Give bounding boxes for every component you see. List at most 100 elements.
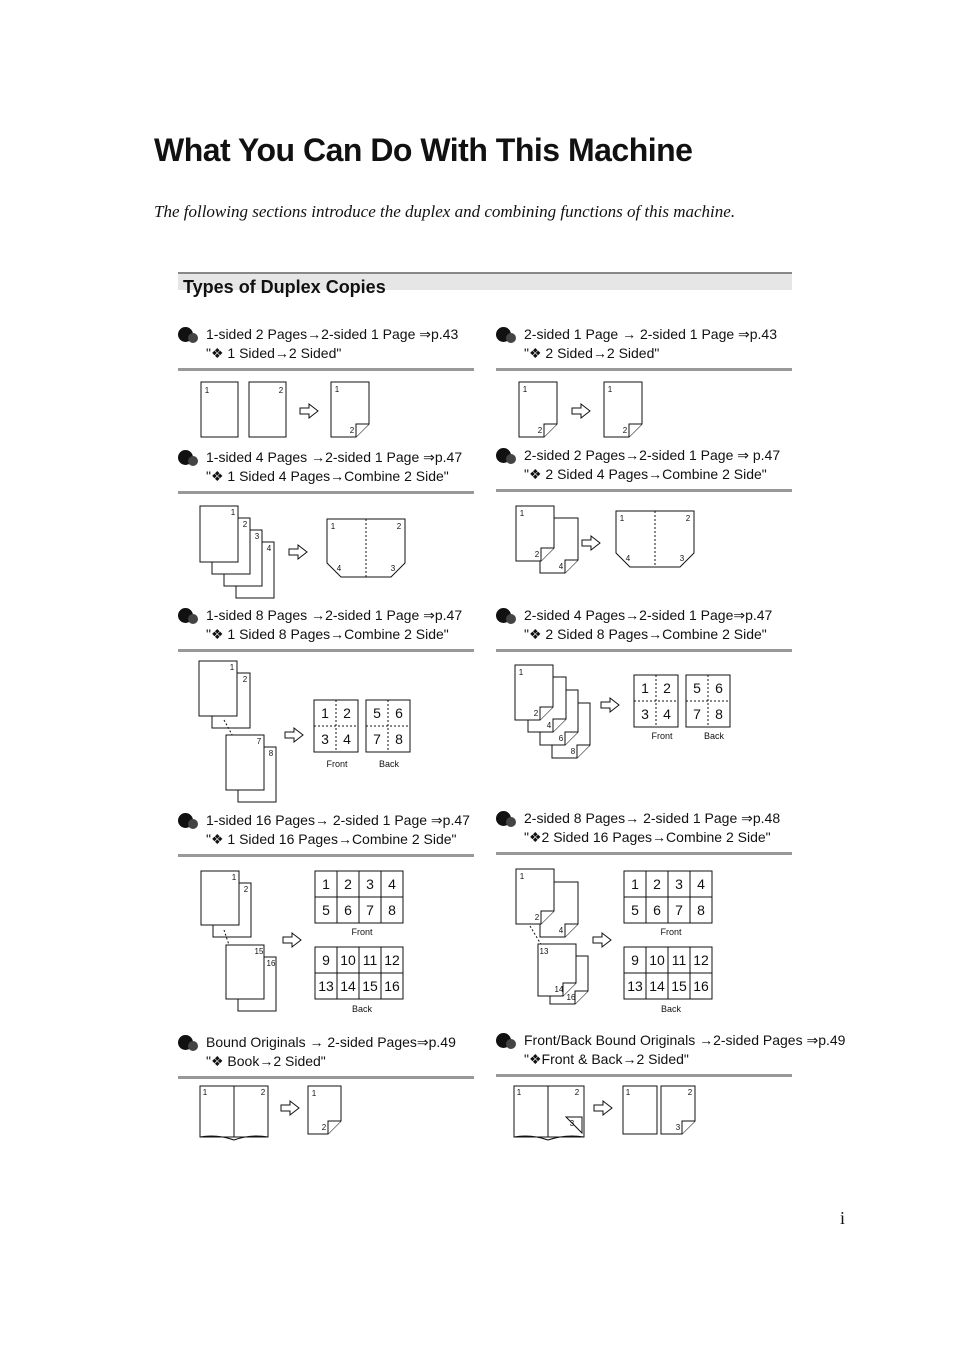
grid-page-number: 6 (344, 902, 352, 918)
grid-page-number: 2 (663, 680, 671, 696)
page-number-label: 8 (571, 747, 576, 756)
arrow-icon (288, 543, 308, 561)
page-number-label: 1 (335, 385, 340, 394)
section-title: Types of Duplex Copies (183, 277, 386, 297)
item-rule (178, 491, 474, 494)
page-curl (540, 910, 554, 924)
grid-page-number: 5 (631, 902, 639, 918)
grid-page-number: 9 (631, 952, 639, 968)
page-number-label: 2 (535, 550, 540, 559)
arrow-icon (581, 534, 601, 552)
page-curl (574, 990, 588, 1004)
item-rule (496, 368, 792, 371)
item-rule (178, 1076, 474, 1079)
page-number-label: 1 (519, 668, 524, 677)
continuation-dots (223, 929, 231, 949)
page-number-label: 4 (626, 554, 631, 563)
bullet-icon (178, 450, 198, 466)
grid-page-number: 2 (344, 876, 352, 892)
page-number-label: 6 (559, 734, 564, 743)
page-number-label: 1 (520, 872, 525, 881)
grid-page-number: 13 (318, 978, 334, 994)
page-number-label: 2 (686, 514, 691, 523)
page-number-label: 2 (244, 885, 249, 894)
grid-page-number: 6 (653, 902, 661, 918)
item-rule (496, 1074, 792, 1077)
item-setting: "❖2 Sided 16 Pages→Combine 2 Side" (524, 829, 771, 845)
page-number-label: 1 (231, 508, 236, 517)
grid-page-number: 14 (340, 978, 356, 994)
grid-page-number: 5 (373, 705, 381, 721)
page-number-label: 2 (322, 1123, 327, 1132)
bullet-icon (178, 813, 198, 829)
page-number-label: 15 (255, 947, 264, 956)
grid-page-number: 11 (363, 952, 378, 968)
grid-page-number: 15 (362, 978, 378, 994)
item-rule (178, 368, 474, 371)
page-number-label: 1 (203, 1088, 208, 1097)
arrow-icon (571, 402, 591, 420)
item-rule (496, 649, 792, 652)
item-rule (496, 852, 792, 855)
page-number-label: 2 (534, 709, 539, 718)
arrow-icon (280, 1099, 300, 1117)
item-setting: "❖ 1 Sided 8 Pages→Combine 2 Side" (206, 626, 449, 642)
page-number-label: 16 (267, 959, 276, 968)
item-setting: "❖ 2 Sided 4 Pages→Combine 2 Side" (524, 466, 767, 482)
diagram-caption: Front (351, 927, 373, 937)
bullet-icon (496, 448, 516, 464)
page-number: i (840, 1208, 846, 1228)
page-sheet (225, 734, 265, 791)
grid-page-number: 4 (388, 876, 396, 892)
grid-page-number: 13 (627, 978, 643, 994)
page-number-label: 1 (608, 385, 613, 394)
grid-page-number: 1 (322, 876, 330, 892)
item-title: 1-sided 8 Pages →2-sided 1 Page ⇒p.47 (206, 607, 463, 623)
page-number-label: 3 (676, 1123, 681, 1132)
page-number-label: 2 (350, 426, 355, 435)
item-title: Bound Originals → 2-sided Pages⇒p.49 (206, 1034, 456, 1050)
diagram-caption: Front (651, 731, 673, 741)
item-setting: "❖ 1 Sided 4 Pages→Combine 2 Side" (206, 468, 449, 484)
arrow-icon (600, 696, 620, 714)
page-number-label: 4 (337, 564, 342, 573)
page-curl (564, 731, 578, 745)
page-number-label: 2 (575, 1088, 580, 1097)
page-number-label: 4 (559, 562, 564, 571)
grid-page-number: 4 (663, 706, 671, 722)
bullet-icon (178, 327, 198, 343)
page-number-label: 2 (688, 1088, 693, 1097)
page-number-label: 16 (567, 993, 576, 1002)
grid-page-number: 5 (693, 680, 701, 696)
page-curl (564, 923, 578, 937)
item-title: 2-sided 1 Page → 2-sided 1 Page ⇒p.43 (524, 326, 778, 342)
page-number-label: 2 (538, 426, 543, 435)
item-title: 2-sided 2 Pages→2-sided 1 Page ⇒ p.47 (524, 447, 781, 463)
page-curl (355, 423, 369, 437)
diagram-caption: Back (661, 1004, 682, 1014)
item-rule (178, 649, 474, 652)
grid-page-number: 1 (321, 705, 329, 721)
arrow-icon (282, 931, 302, 949)
grid-page-number: 4 (697, 876, 705, 892)
item-title: 2-sided 8 Pages→ 2-sided 1 Page ⇒p.48 (524, 810, 781, 826)
diagram-caption: Back (704, 731, 725, 741)
item-setting: "❖ 2 Sided→2 Sided" (524, 345, 660, 361)
bullet-icon (496, 327, 516, 343)
grid-page-number: 8 (715, 706, 723, 722)
grid-page-number: 7 (366, 902, 374, 918)
grid-page-number: 10 (649, 952, 665, 968)
book-spine (513, 1135, 585, 1141)
item-title: 1-sided 2 Pages→2-sided 1 Page ⇒p.43 (206, 326, 459, 342)
page-number-label: 2 (535, 913, 540, 922)
grid-page-number: 8 (388, 902, 396, 918)
grid-page-number: 8 (697, 902, 705, 918)
page-sheet (248, 381, 287, 438)
grid-page-number: 2 (653, 876, 661, 892)
grid-page-number: 3 (675, 876, 683, 892)
section-bar (178, 272, 792, 290)
item-title: Front/Back Bound Originals →2-sided Page… (524, 1032, 846, 1048)
page-number-label: 1 (523, 385, 528, 394)
page-number-label: 3 (570, 1119, 575, 1128)
